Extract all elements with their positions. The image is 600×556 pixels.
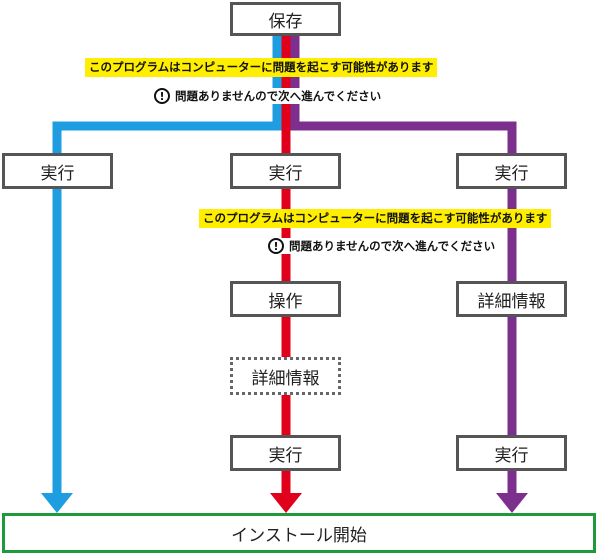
execute-left-box: 実行	[2, 153, 113, 189]
save-box: 保存	[230, 2, 341, 36]
top-note: ! 問題ありませんので次へ進んでください	[152, 88, 384, 104]
blue-arrowhead	[41, 493, 73, 513]
execute-center-box: 実行	[230, 153, 341, 189]
mid-note: ! 問題ありませんので次へ進んでください	[266, 238, 498, 254]
execute-right-bottom-box: 実行	[456, 435, 567, 471]
exclamation-icon: !	[268, 238, 284, 254]
purple-arrowhead	[496, 493, 528, 513]
red-arrowhead	[270, 493, 302, 513]
mid-note-text: 問題ありませんので次へ進んでください	[289, 239, 496, 253]
top-warning-banner: このプログラムはコンピューターに問題を起こす可能性があります	[85, 58, 438, 77]
blue-flow-line	[52, 30, 282, 495]
exclamation-icon: !	[154, 88, 170, 104]
top-note-text: 問題ありませんので次へ進んでください	[175, 89, 382, 103]
operation-box: 操作	[230, 281, 341, 317]
install-start-box: インストール開始	[2, 513, 596, 553]
execute-right-box: 実行	[456, 153, 567, 189]
details-right-box: 詳細情報	[456, 281, 567, 317]
execute-center-bottom-box: 実行	[230, 435, 341, 471]
mid-warning-banner: このプログラムはコンピューターに問題を起こす可能性があります	[199, 209, 552, 228]
details-center-box: 詳細情報	[230, 357, 341, 395]
